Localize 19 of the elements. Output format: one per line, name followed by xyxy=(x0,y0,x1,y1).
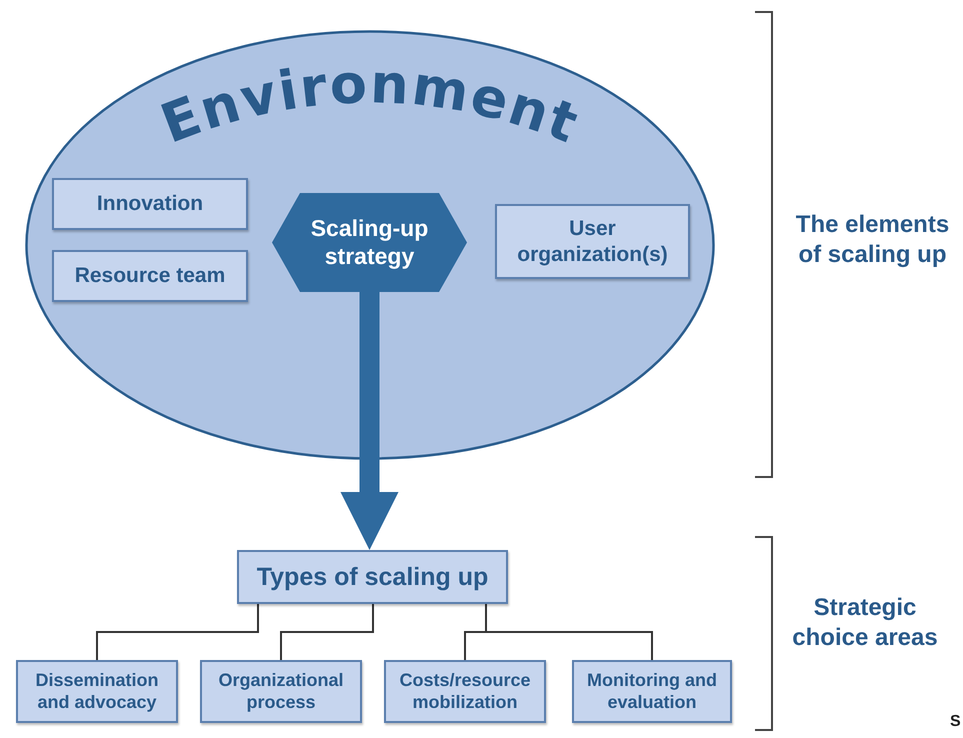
node-label: Scaling-up strategy xyxy=(310,214,430,270)
process-box: User organization(s) xyxy=(495,204,690,279)
strategy-hexagon xyxy=(272,193,467,292)
process-box: Costs/resource mobilization xyxy=(384,660,546,723)
connector-line xyxy=(96,603,259,661)
process-box: Resource team xyxy=(52,250,248,302)
section-label: Strategic choice areas xyxy=(791,593,939,653)
connector-line xyxy=(280,603,374,661)
text-fragment: S xyxy=(950,712,962,732)
process-box: Organizational process xyxy=(200,660,362,723)
process-box: Types of scaling up xyxy=(237,550,508,604)
diagram-heading: Environment xyxy=(152,52,588,156)
process-box: Dissemination and advocacy xyxy=(16,660,178,723)
process-box: Monitoring and evaluation xyxy=(572,660,732,723)
process-box: Innovation xyxy=(52,178,248,230)
environment-ellipse xyxy=(25,30,715,460)
connector-line xyxy=(485,603,653,661)
thick-arrow xyxy=(340,292,398,550)
section-label: The elements of scaling up xyxy=(794,210,950,270)
